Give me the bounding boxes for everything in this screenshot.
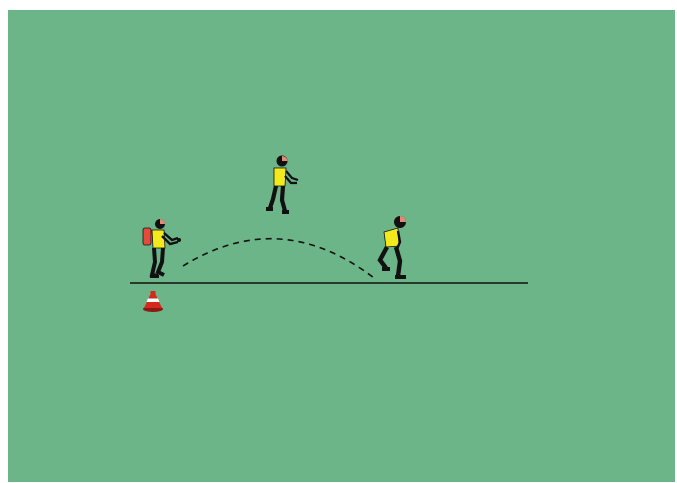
drill-diagram — [8, 10, 675, 482]
pitch-background — [8, 10, 675, 482]
pitch — [8, 10, 675, 482]
